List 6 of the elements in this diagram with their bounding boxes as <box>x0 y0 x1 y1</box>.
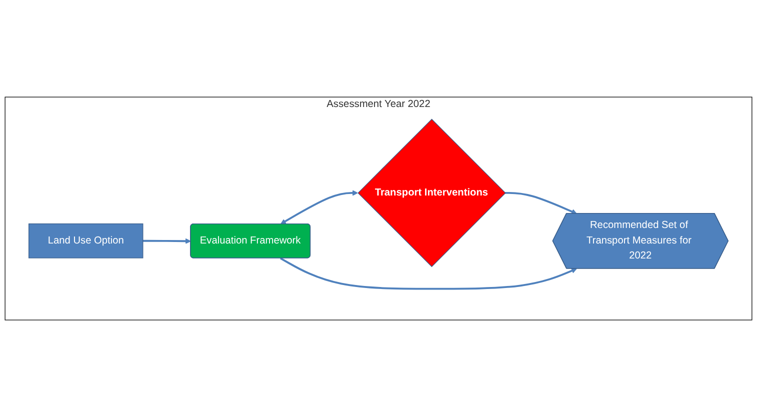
node-box: Land Use Option <box>28 223 144 258</box>
arrow <box>280 257 577 290</box>
arrow <box>142 238 191 244</box>
node-diamond: Transport Interventions <box>358 118 506 268</box>
arrow <box>505 192 577 214</box>
arrow <box>280 190 358 224</box>
